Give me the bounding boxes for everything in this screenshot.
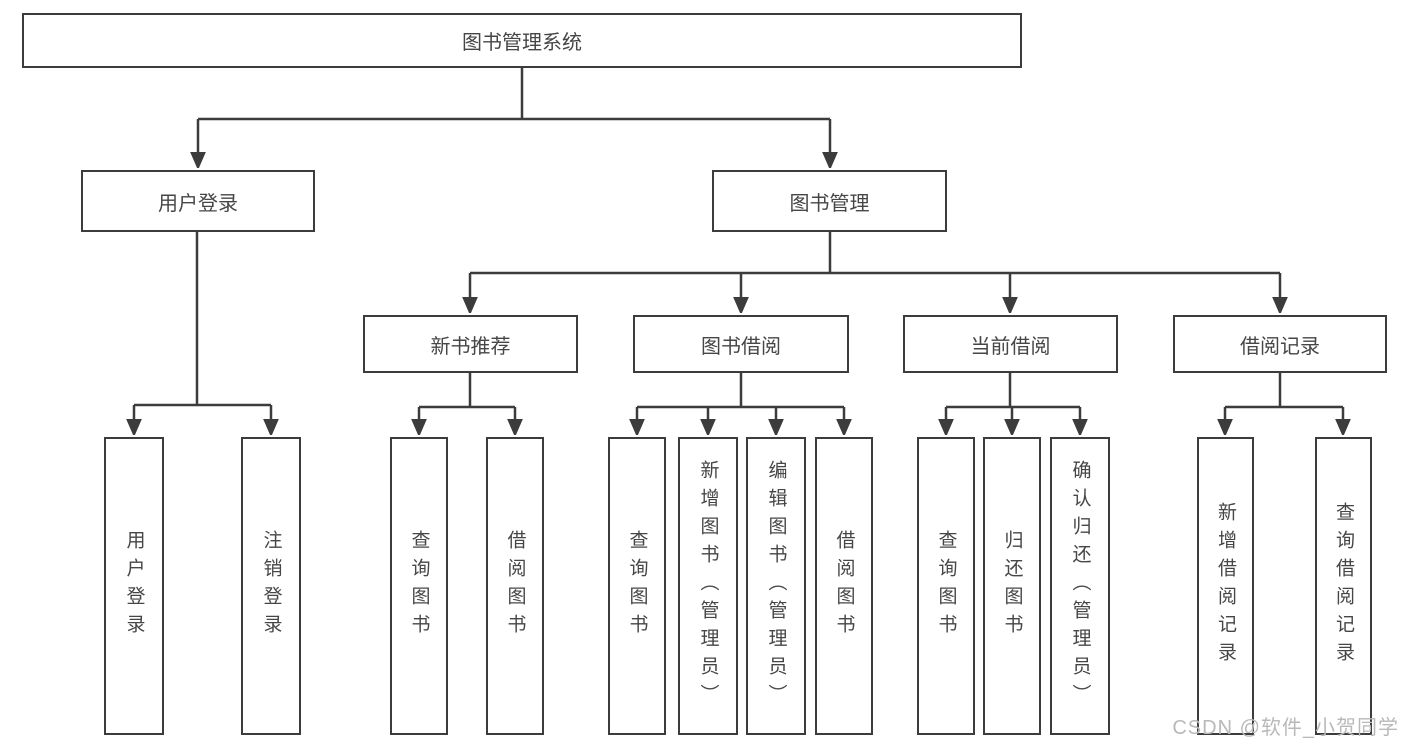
node-root-label: 图书管理系统 — [462, 32, 582, 54]
leaf-borrow-borrow-book: 借阅图书 — [815, 437, 873, 735]
node-user-login: 用户登录 — [81, 170, 315, 232]
leaf-logout-label: 注销登录 — [260, 530, 282, 642]
leaf-recommend-borrow-book: 借阅图书 — [486, 437, 544, 735]
leaf-current-return-book: 归还图书 — [983, 437, 1041, 735]
leaf-recommend-query-book: 查询图书 — [390, 437, 448, 735]
leaf-recommend-query-book-label: 查询图书 — [408, 530, 430, 642]
leaf-borrow-add-book-admin: 新增图书（管理员） — [678, 437, 738, 735]
leaf-borrow-query-book-label: 查询图书 — [626, 530, 648, 642]
leaf-current-confirm-return-admin: 确认归还（管理员） — [1050, 437, 1110, 735]
node-current-borrow-label: 当前借阅 — [970, 335, 1051, 358]
leaf-current-return-book-label: 归还图书 — [1001, 530, 1023, 642]
node-new-book-recommend-label: 新书推荐 — [430, 335, 511, 358]
node-borrow-record: 借阅记录 — [1173, 315, 1387, 373]
leaf-current-query-book-label: 查询图书 — [935, 530, 957, 642]
leaf-recommend-borrow-book-label: 借阅图书 — [504, 530, 526, 642]
node-user-login-label: 用户登录 — [158, 192, 238, 215]
leaf-borrow-add-book-admin-label: 新增图书（管理员） — [697, 460, 719, 712]
node-borrow-record-label: 借阅记录 — [1240, 335, 1320, 358]
leaf-logout: 注销登录 — [241, 437, 301, 735]
node-root: 图书管理系统 — [22, 13, 1022, 68]
leaf-borrow-borrow-book-label: 借阅图书 — [833, 530, 855, 642]
node-book-management: 图书管理 — [712, 170, 947, 232]
leaf-borrow-edit-book-admin-label: 编辑图书（管理员） — [765, 460, 787, 712]
leaf-record-add-label: 新增借阅记录 — [1215, 502, 1236, 670]
leaf-current-query-book: 查询图书 — [917, 437, 975, 735]
leaf-record-query: 查询借阅记录 — [1315, 437, 1372, 735]
node-book-borrow-label: 图书借阅 — [701, 335, 781, 358]
node-new-book-recommend: 新书推荐 — [363, 315, 578, 373]
node-current-borrow: 当前借阅 — [903, 315, 1118, 373]
leaf-current-confirm-return-admin-label: 确认归还（管理员） — [1069, 460, 1091, 712]
csdn-watermark: CSDN @软件_小贺同学 — [1172, 717, 1399, 739]
leaf-borrow-edit-book-admin: 编辑图书（管理员） — [746, 437, 806, 735]
leaf-user-login-label: 用户登录 — [123, 530, 145, 642]
leaf-record-query-label: 查询借阅记录 — [1333, 502, 1354, 670]
node-book-borrow: 图书借阅 — [633, 315, 849, 373]
leaf-user-login: 用户登录 — [104, 437, 164, 735]
leaf-borrow-query-book: 查询图书 — [608, 437, 666, 735]
leaf-record-add: 新增借阅记录 — [1197, 437, 1254, 735]
node-book-management-label: 图书管理 — [789, 192, 870, 215]
